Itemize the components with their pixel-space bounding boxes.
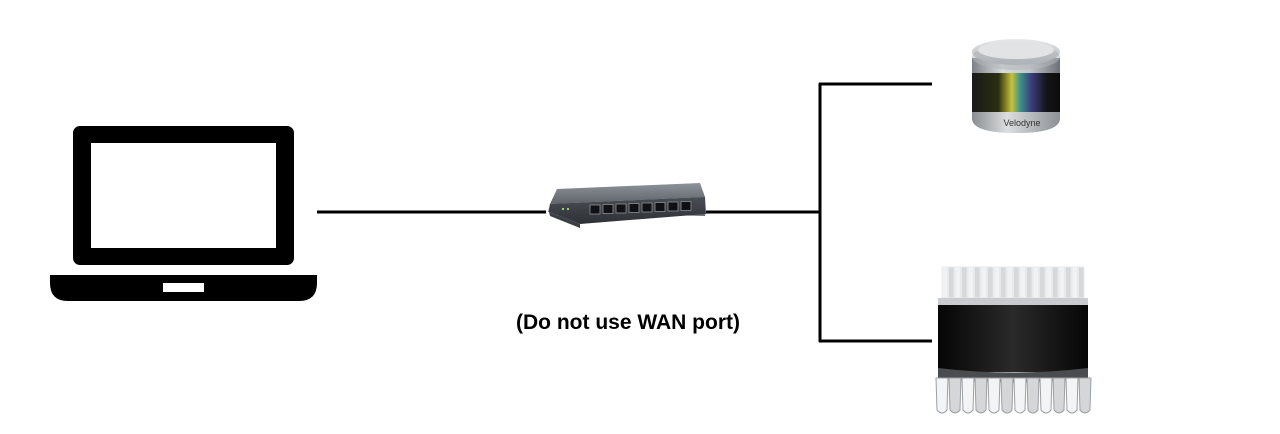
cooling-fin [1026,266,1033,299]
cooling-fin [1032,266,1039,299]
connection-lines [317,82,932,343]
base-fin [1000,377,1014,414]
base-fin [1013,377,1027,414]
cooling-fin [948,266,955,299]
cooling-fin [1071,266,1078,299]
network-switch-icon [548,183,706,228]
finned-lidar-icon [935,266,1092,414]
cooling-fin [1039,266,1046,299]
base-fin [1078,377,1092,414]
cooling-fin [974,266,981,299]
cooling-fin [1000,266,1007,299]
cooling-fin [961,266,968,299]
velodyne-brand-label: Velodyne [1003,118,1040,128]
base-fin [1026,377,1040,414]
base-fin [1052,377,1066,414]
laptop-icon [50,126,317,301]
velodyne-lidar-icon: Velodyne [972,39,1060,133]
base-fin [1039,377,1053,414]
switch-wan-port-note: (Do not use WAN port) [516,311,740,334]
base-fin [974,377,988,414]
cooling-fin [1065,266,1072,299]
cooling-fin [1078,266,1085,299]
cooling-fin [1006,266,1013,299]
base-fin [961,377,975,414]
cooling-fin [993,266,1000,299]
base-fin [935,377,949,414]
cooling-fin [1013,266,1020,299]
base-fin [1065,377,1079,414]
cooling-fin [1052,266,1059,299]
base-fin [987,377,1001,414]
cooling-fin [941,266,948,299]
cooling-fin [967,266,974,299]
cooling-fin [987,266,994,299]
cooling-fin [1019,266,1026,299]
cooling-fin [1058,266,1065,299]
base-fin [948,377,962,414]
cooling-fin [980,266,987,299]
cooling-fin [1045,266,1052,299]
cooling-fin [954,266,961,299]
